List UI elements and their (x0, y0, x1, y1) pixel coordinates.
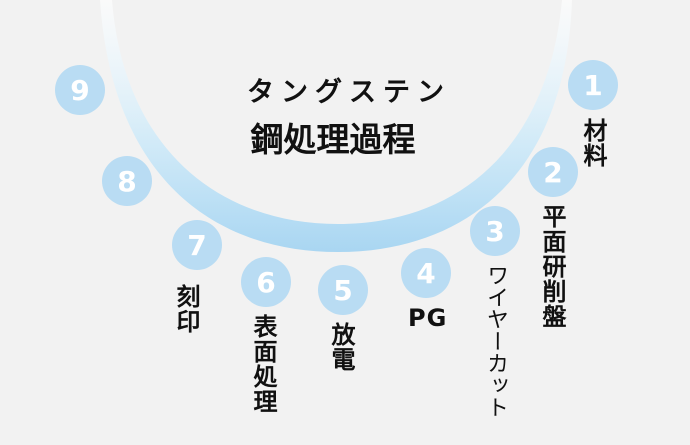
step-5-label: 放電 (327, 322, 355, 372)
step-8-badge: 8 (102, 156, 152, 206)
step-2-label: 平面研削盤 (538, 204, 566, 329)
diagram-title-line2: 鋼処理過程 (250, 120, 416, 159)
step-4-label: PG (408, 304, 448, 332)
step-7-badge: 7 (172, 220, 222, 270)
step-1-badge: 1 (568, 60, 618, 110)
step-2-badge: 2 (528, 147, 578, 197)
step-6-label: 表面処理 (249, 314, 277, 414)
step-9-badge: 9 (55, 65, 105, 115)
step-3-badge: 3 (470, 206, 520, 256)
diagram-title-line1: タングステン (247, 77, 451, 108)
step-5-badge: 5 (318, 265, 368, 315)
step-3-label: ワイヤーカット (483, 264, 508, 418)
step-4-badge: 4 (401, 248, 451, 298)
step-7-label: 刻印 (172, 284, 200, 334)
step-6-badge: 6 (241, 257, 291, 307)
step-1-label: 材料 (579, 118, 607, 168)
